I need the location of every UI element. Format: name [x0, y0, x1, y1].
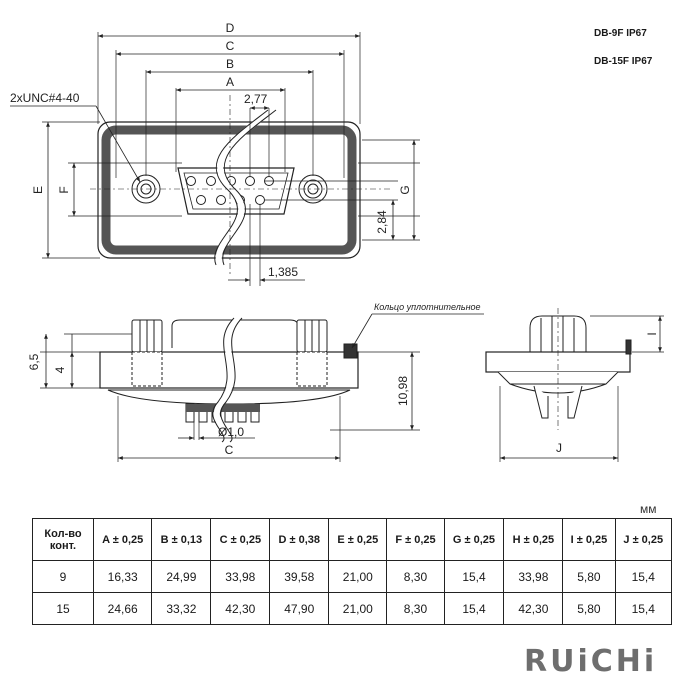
- table-cell: 15,4: [443, 560, 505, 593]
- pin-offset-label: 1,385: [268, 265, 298, 279]
- header-b: B ± 0,13: [151, 518, 212, 561]
- dim-label-d: D: [226, 21, 235, 35]
- seal-gasket: [101, 125, 357, 255]
- side-view: [485, 308, 664, 462]
- table-cell: 15,4: [443, 592, 505, 625]
- table-cell: 21,00: [328, 592, 388, 625]
- dim-label-g: G: [398, 185, 412, 194]
- table-row: 15 24,66 33,32 42,30 47,90 21,00 8,30 15…: [32, 592, 673, 625]
- front-view: [40, 313, 484, 462]
- header-j: J ± 0,25: [614, 518, 673, 561]
- dimensions-table: Кол-во конт. A ± 0,25 B ± 0,13 C ± 0,25 …: [32, 518, 673, 625]
- header-g: G ± 0,25: [443, 518, 505, 561]
- dim-label-a: A: [226, 75, 234, 89]
- table-cell: 33,32: [151, 592, 212, 625]
- dim-label-4: 4: [53, 366, 67, 373]
- table-cell: 33,98: [503, 560, 564, 593]
- table-cell: 9: [32, 560, 94, 593]
- table-cell: 16,33: [92, 560, 153, 593]
- model-db9: DB-9F IP67: [594, 28, 647, 39]
- top-view: [10, 32, 420, 286]
- front-width-label: C: [225, 443, 234, 457]
- unit-label: мм: [640, 502, 657, 516]
- thread-label: 2xUNC#4-40: [10, 91, 80, 105]
- table-cell: 47,90: [269, 592, 330, 625]
- header-a: A ± 0,25: [92, 518, 153, 561]
- table-cell: 33,98: [210, 560, 271, 593]
- table-cell: 21,00: [328, 560, 388, 593]
- header-d: D ± 0,38: [269, 518, 330, 561]
- header-f: F ± 0,25: [386, 518, 445, 561]
- table-cell: 42,30: [503, 592, 564, 625]
- brand-logo: RUiCHi: [524, 644, 658, 679]
- table-cell: 8,30: [386, 592, 445, 625]
- header-i: I ± 0,25: [562, 518, 616, 561]
- header-contacts: Кол-во конт.: [32, 518, 94, 561]
- pitch-label: 2,77: [244, 92, 268, 106]
- height-label: 10,98: [396, 376, 410, 406]
- table-cell: 8,30: [386, 560, 445, 593]
- table-cell: 5,80: [562, 560, 616, 593]
- dim-label-e: E: [31, 186, 45, 194]
- dim-label-b: B: [226, 57, 234, 71]
- contacts: [186, 176, 274, 205]
- dim-label-i: I: [645, 332, 659, 335]
- header-h: H ± 0,25: [503, 518, 564, 561]
- dim-label-c: C: [226, 39, 235, 53]
- model-list: DB-9F IP67 DB-15F IP67: [594, 20, 652, 76]
- table-cell: 15,4: [614, 592, 673, 625]
- dim-label-6-5: 6,5: [27, 353, 41, 370]
- break-line: [215, 107, 274, 267]
- table-cell: 24,99: [151, 560, 212, 593]
- table-row: 9 16,33 24,99 33,98 39,58 21,00 8,30 15,…: [32, 560, 673, 593]
- table-cell: 39,58: [269, 560, 330, 593]
- header-e: E ± 0,25: [328, 518, 388, 561]
- table-cell: 42,30: [210, 592, 271, 625]
- table-cell: 5,80: [562, 592, 616, 625]
- dim-label-f: F: [57, 186, 71, 193]
- table-header-row: Кол-во конт. A ± 0,25 B ± 0,13 C ± 0,25 …: [32, 518, 673, 561]
- seal-ring-label: Кольцо уплотнительное: [374, 302, 481, 312]
- dim-label-j: J: [556, 441, 562, 455]
- model-db15: DB-15F IP67: [594, 56, 653, 67]
- table-cell: 15,4: [614, 560, 673, 593]
- table-cell: 24,66: [92, 592, 153, 625]
- header-c: C ± 0,25: [210, 518, 271, 561]
- table-cell: 15: [32, 592, 94, 625]
- seal-ring: [343, 343, 358, 359]
- pin-diameter-label: Ø1,0: [218, 425, 244, 439]
- row-offset-label: 2,84: [375, 210, 389, 234]
